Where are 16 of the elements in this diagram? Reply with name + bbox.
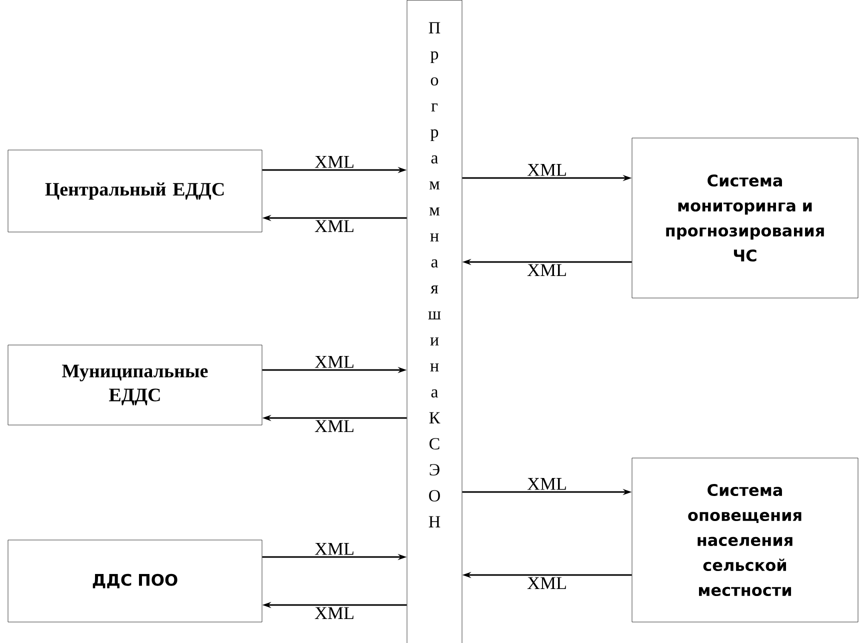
system-box: ДДС ПОО bbox=[8, 540, 262, 622]
edge-label: XML bbox=[314, 542, 356, 556]
system-box: Центральный ЕДДС bbox=[8, 150, 262, 232]
edge-label: XML bbox=[314, 219, 356, 233]
system-box: Муниципальные ЕДДС bbox=[8, 344, 262, 426]
edge-label: XML bbox=[314, 155, 356, 169]
edge-label: XML bbox=[314, 419, 356, 433]
system-box: Система оповещения населения сельской местности bbox=[632, 458, 858, 622]
edge-label: XML bbox=[314, 606, 356, 620]
edge-label: XML bbox=[526, 477, 568, 491]
bus-box: Программная шина КСЭОН bbox=[406, 0, 462, 643]
edge-label: XML bbox=[314, 355, 356, 369]
edge-label: XML bbox=[526, 163, 568, 177]
edge-label: XML bbox=[526, 263, 568, 277]
edge-label: XML bbox=[526, 576, 568, 590]
system-box: Система мониторинга и прогнозирования ЧС bbox=[632, 138, 858, 298]
